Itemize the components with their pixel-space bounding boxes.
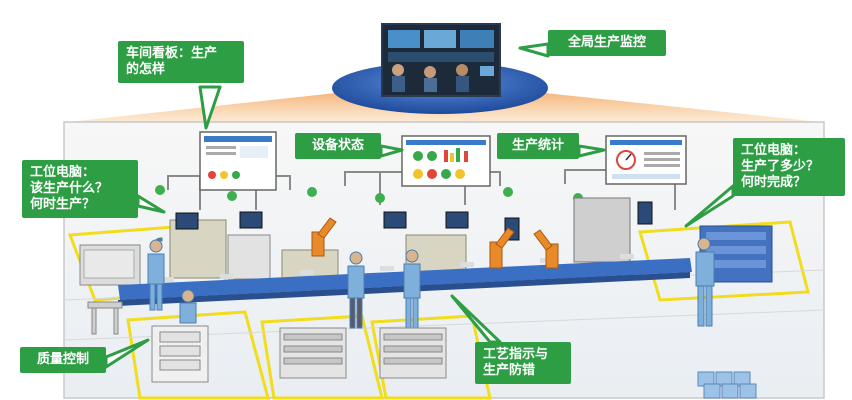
workers: [147, 237, 715, 329]
callout-workstation-right: 工位电脑： 生产了多少？ 何时完成？: [733, 138, 845, 196]
callout-workstation-left: 工位电脑： 该生产什么？ 何时生产？: [22, 160, 138, 218]
robot-arms: [311, 217, 559, 269]
workshop-board-screen: [199, 131, 277, 191]
worker: [695, 237, 715, 327]
material-carts: [151, 325, 447, 383]
callout-equipment-status: 设备状态: [295, 133, 381, 159]
production-stats-screen: [605, 135, 687, 185]
station-monitors: [175, 201, 653, 241]
worker: [403, 249, 421, 329]
quality-table: [87, 301, 123, 335]
worker: [347, 251, 365, 329]
indicator-lamps: [155, 185, 583, 203]
control-room-photo: [381, 23, 501, 97]
callout-quality-control: 质量控制: [20, 347, 106, 373]
callout-process-guidance: 工艺指示与 生产防错: [475, 342, 571, 384]
callout-global-monitoring: 全局生产监控: [548, 30, 666, 56]
callout-production-stats: 生产统计: [497, 133, 579, 159]
equipment-status-screen: [401, 135, 491, 187]
callout-workshop-board: 车间看板：生产 的怎样: [118, 41, 244, 83]
stacked-boxes: [697, 371, 757, 399]
worker-seated: [179, 289, 197, 324]
worker: [147, 237, 165, 311]
